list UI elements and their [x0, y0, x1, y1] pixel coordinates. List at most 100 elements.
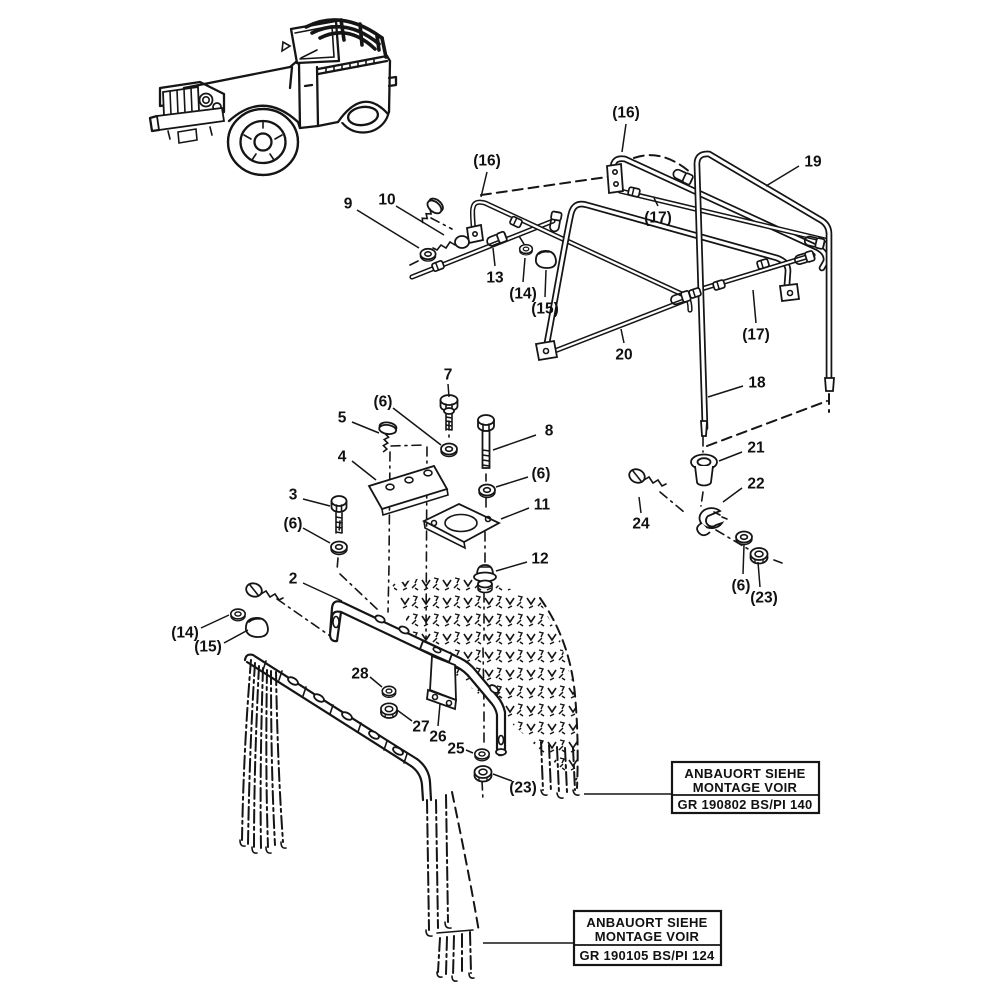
- callout-leader-13-22: [722, 487, 743, 503]
- callout-label-2-19: 19: [804, 154, 822, 171]
- part-washer-25: [473, 748, 491, 762]
- body-phantom-curtains: [239, 572, 580, 982]
- part-bolt-3: [330, 495, 348, 534]
- callout-leader-28-14: [200, 614, 230, 629]
- callout-label-10-20: 20: [615, 347, 632, 364]
- callout-leader-16-23: [757, 561, 761, 588]
- callout-label-14-24: 24: [632, 516, 650, 533]
- note-box-bottom: ANBAUORT SIEHE MONTAGE VOIR GR 190105 BS…: [483, 909, 723, 967]
- callout-leader-6-14: [522, 257, 526, 283]
- callout-leader-1-16: [621, 123, 627, 153]
- part-screw-14-15-bolt: [245, 582, 284, 602]
- callout-leader-34-23: [492, 773, 513, 782]
- fasteners: [229, 197, 769, 783]
- callout-leader-30-28: [369, 676, 383, 688]
- callout-leader-21-8: [492, 434, 537, 451]
- callout-leader-10-20: [620, 328, 625, 344]
- callout-label-12-21: 21: [747, 440, 765, 457]
- callout-leader-20-4: [351, 460, 377, 481]
- mesh-pattern-region: [392, 572, 578, 782]
- callout-label-26-6: (6): [284, 516, 303, 533]
- callout-label-29-15: (15): [194, 639, 222, 656]
- callout-label-9-17: (17): [742, 327, 770, 344]
- part-plug-12: [473, 564, 497, 594]
- part-bolt-8: [477, 414, 495, 469]
- note-box-bottom-line2: MONTAGE VOIR: [595, 929, 700, 944]
- part-nut-23b: [473, 765, 493, 783]
- callout-leader-23-11: [500, 507, 530, 520]
- callout-label-30-28: 28: [351, 666, 369, 683]
- part-washer-14t: [518, 243, 534, 256]
- note-box-top-frame: [670, 760, 821, 815]
- callout-label-0-16: (16): [473, 153, 501, 170]
- callout-label-21-8: 8: [545, 423, 554, 440]
- note-box-bottom-line3: GR 190105 BS/PI 124: [579, 948, 715, 963]
- note-box-bottom-frame: [572, 909, 723, 967]
- mounting-bar-2: [328, 600, 507, 757]
- callout-leader-0-16: [480, 171, 488, 198]
- part-screw-5: [378, 421, 398, 453]
- callout-leader-12-21: [718, 451, 743, 462]
- callout-leader-26-6: [302, 527, 331, 544]
- callout-leader-29-15: [223, 629, 249, 644]
- callout-leader-32-26: [437, 703, 441, 727]
- callout-leader-7-15: [544, 269, 547, 298]
- callout-leader-18-6: [392, 407, 442, 446]
- part-washer-28: [381, 685, 397, 699]
- callout-label-27-2: 2: [289, 571, 298, 588]
- callout-leader-15-6: [742, 544, 745, 575]
- callout-leader-4-10: [395, 205, 445, 236]
- part-bracket-4: [367, 464, 449, 517]
- assembly-axes: [276, 154, 830, 801]
- callout-leader-5-13: [492, 247, 496, 267]
- callout-leader-19-5: [351, 421, 380, 434]
- callout-label-1-16: (16): [612, 105, 640, 122]
- callout-leader-22-6: [495, 476, 529, 488]
- part-washer-9: [419, 247, 437, 262]
- callout-label-15-6: (6): [732, 578, 751, 595]
- callout-leader-8-17: [653, 197, 659, 207]
- callout-label-8-17: (17): [644, 210, 672, 227]
- callout-label-18-6: (6): [374, 394, 393, 411]
- part-bolt-24: [628, 468, 667, 488]
- tube-rear-bow-19-leg-18-inner: [695, 152, 831, 430]
- callout-label-13-22: 22: [747, 476, 764, 493]
- part-washer-14b: [229, 608, 247, 622]
- part-screw-10b: [432, 235, 470, 252]
- callout-leader-24-12: [495, 561, 528, 572]
- note-box-bottom-line1: ANBAUORT SIEHE: [586, 915, 707, 930]
- callout-leader-31-27: [396, 709, 413, 722]
- callout-label-31-27: 27: [412, 719, 429, 736]
- part-bolt-7: [439, 394, 459, 431]
- callout-leader-2-19: [765, 165, 800, 187]
- callout-label-32-26: 26: [429, 729, 447, 746]
- callout-label-33-25: 25: [447, 741, 465, 758]
- part-nut-27: [380, 702, 398, 719]
- callout-label-16-23: (23): [750, 590, 778, 607]
- callout-label-3-9: 9: [344, 196, 353, 213]
- callout-label-23-11: 11: [534, 497, 551, 514]
- callout-leader-11-18: [707, 385, 744, 398]
- callout-leader-27-2: [302, 582, 343, 602]
- note-box-top: ANBAUORT SIEHE MONTAGE VOIR GR 190802 BS…: [584, 760, 821, 815]
- callout-label-4-10: 10: [378, 192, 395, 209]
- callout-leader-33-25: [465, 749, 474, 754]
- part-plate-11: [422, 503, 501, 550]
- callout-label-17-7: 7: [444, 367, 453, 384]
- callout-label-11-18: 18: [748, 375, 766, 392]
- callout-leader-14-24: [638, 496, 642, 514]
- bracket-26: [418, 639, 457, 711]
- vehicle-thumbnail-icon: [148, 18, 398, 177]
- callout-label-22-6: (6): [532, 466, 551, 483]
- callout-label-28-14: (14): [171, 625, 199, 642]
- callout-label-6-14: (14): [509, 286, 537, 303]
- part-screw-10a: [421, 197, 444, 224]
- part-clamp-22: [696, 507, 728, 537]
- callout-label-5-13: 13: [486, 270, 504, 287]
- callout-label-19-5: 5: [338, 410, 347, 427]
- callout-label-20-4: 4: [338, 449, 347, 466]
- part-washer-6d: [735, 530, 753, 546]
